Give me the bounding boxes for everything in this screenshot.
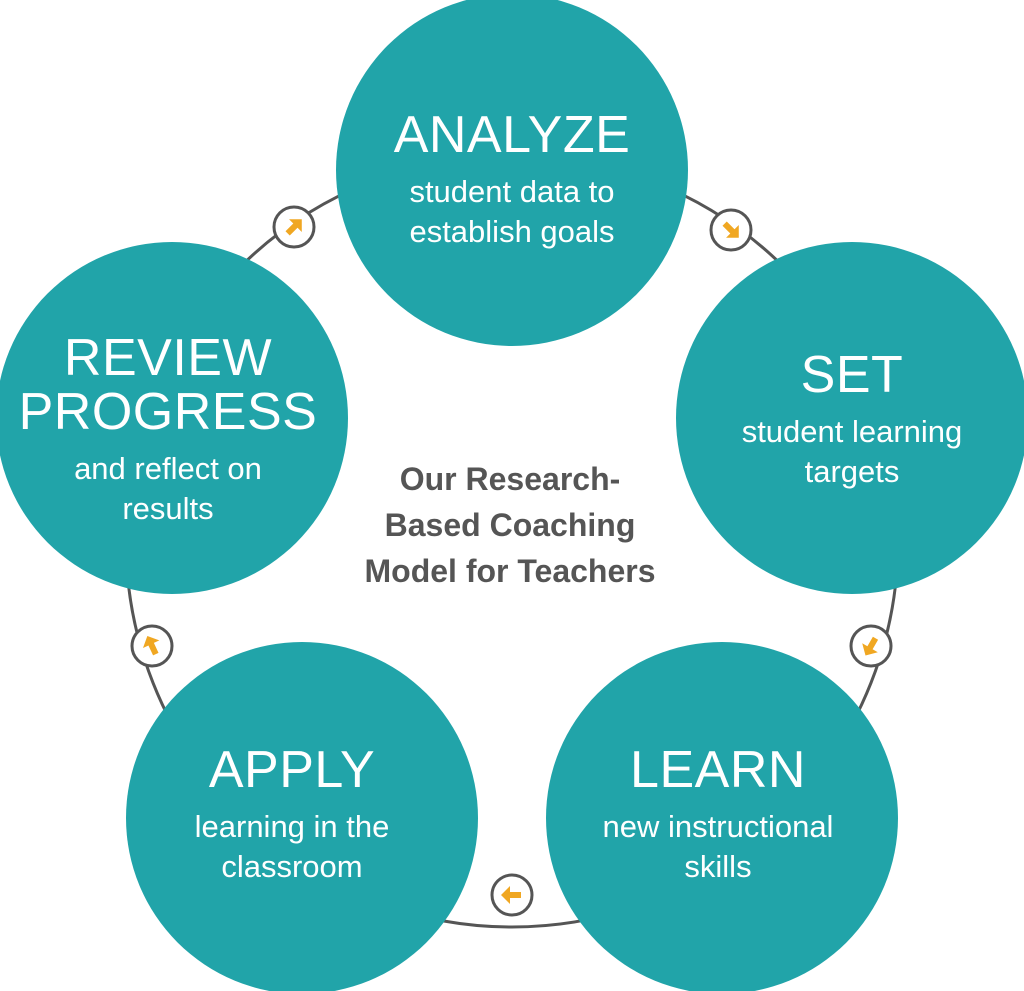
step-title-line: PROGRESS — [18, 383, 318, 441]
step-description-line: new instructional — [602, 809, 834, 844]
center-title: Our Research- Based Coaching Model for T… — [330, 456, 690, 594]
step-learn: LEARN new instructional skills — [558, 735, 878, 895]
step-circle-analyze — [336, 0, 688, 346]
step-title: REVIEW PROGRESS — [19, 331, 318, 439]
step-description: student learning targets — [742, 412, 963, 492]
step-circle-review — [0, 242, 348, 594]
step-title: APPLY — [208, 741, 376, 799]
step-analyze: ANALYZE student data to establish goals — [352, 90, 672, 270]
step-description-line: results — [122, 491, 214, 526]
step-description-line: student data to — [409, 174, 615, 209]
step-review: REVIEW PROGRESS and reflect on results — [8, 320, 328, 540]
step-description: and reflect on results — [74, 449, 262, 529]
center-title-line: Based Coaching — [384, 507, 636, 543]
step-description-line: targets — [804, 454, 900, 489]
step-apply: APPLY learning in the classroom — [132, 735, 452, 895]
step-description-line: and reflect on — [74, 451, 262, 486]
step-description: new instructional skills — [603, 807, 834, 887]
arrow-icon — [849, 624, 893, 668]
arrow-icon — [272, 205, 316, 249]
arrow-icon — [130, 624, 174, 668]
arrow-icon — [709, 208, 753, 252]
arrow-icon — [490, 873, 534, 917]
step-title: SET — [800, 346, 904, 404]
step-description-line: classroom — [221, 849, 363, 884]
step-description: student data to establish goals — [409, 172, 614, 252]
step-description-line: skills — [684, 849, 752, 884]
step-description-line: establish goals — [409, 214, 615, 249]
step-description-line: learning in the — [194, 809, 390, 844]
step-circle-set — [676, 242, 1024, 594]
step-circle-learn — [546, 642, 898, 991]
step-title: ANALYZE — [393, 106, 631, 164]
step-title-line: REVIEW — [63, 329, 273, 387]
step-circle-apply — [126, 642, 478, 991]
center-title-line: Our Research- — [399, 461, 621, 497]
step-description-line: student learning — [741, 414, 963, 449]
center-title-line: Model for Teachers — [364, 553, 656, 589]
step-set: SET student learning targets — [692, 340, 1012, 500]
step-title: LEARN — [630, 741, 806, 799]
step-description: learning in the classroom — [195, 807, 390, 887]
